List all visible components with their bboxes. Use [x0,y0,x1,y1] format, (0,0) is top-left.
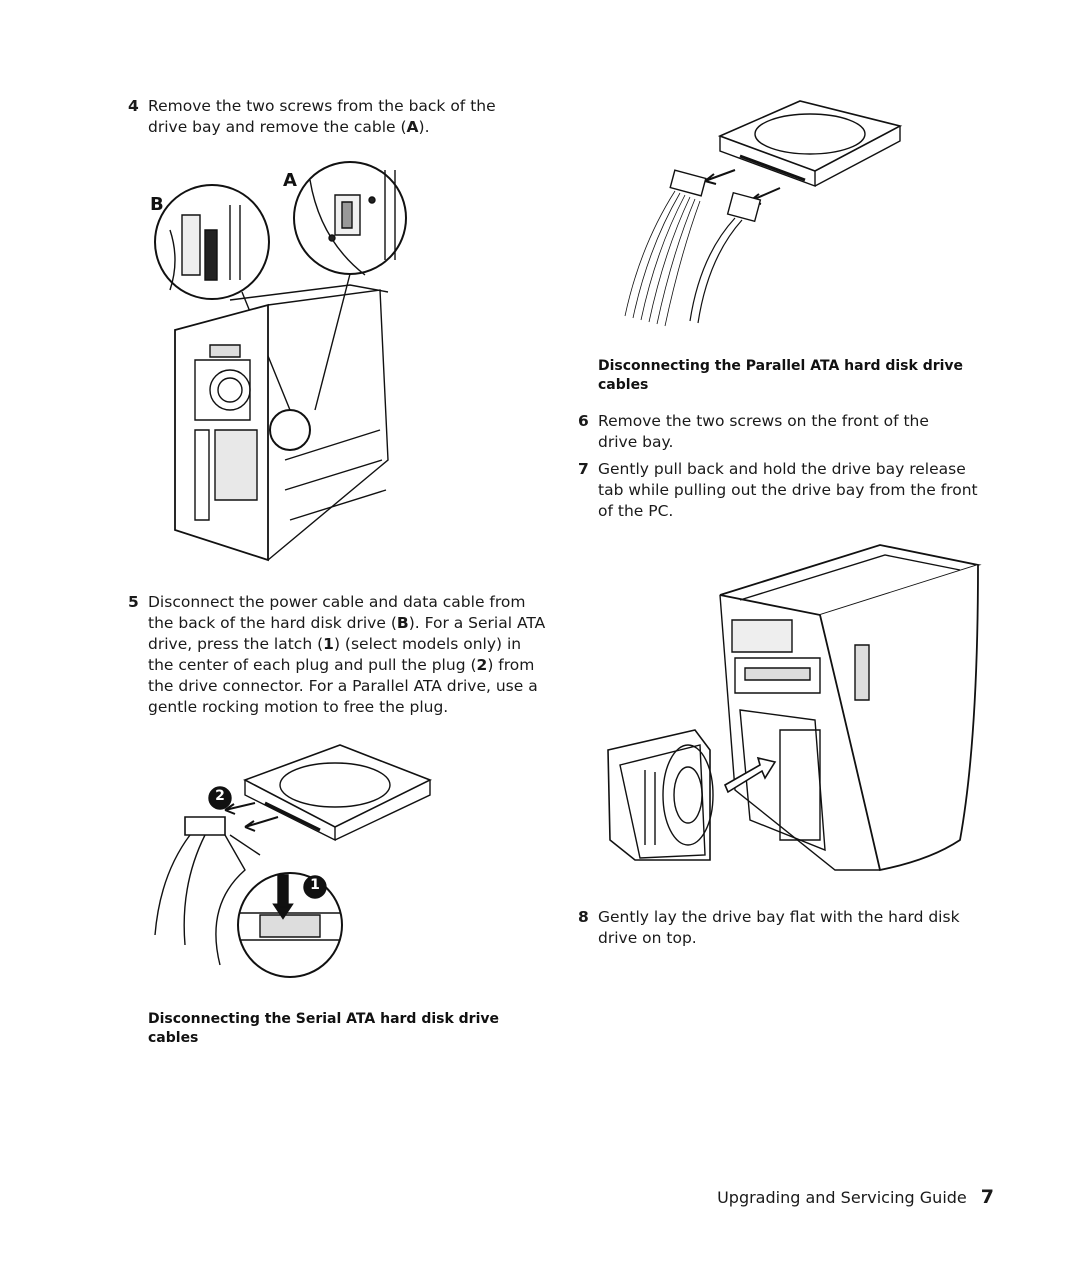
step-text: ) from the drive connector. For a Parall… [148,656,538,716]
step-text: Disconnect the power cable and data cabl… [148,593,526,632]
guide-title: Upgrading and Servicing Guide [717,1188,967,1207]
caption-serial: Disconnecting the Serial ATA hard disk d… [148,1011,499,1046]
step-5: 5 Disconnect the power cable and data ca… [128,592,548,718]
page-number: 7 [980,1186,994,1208]
step-8: 8 Gently lay the drive bay flat with the… [578,907,968,949]
step-4: 4 Remove the two screws from the back of… [128,96,538,138]
callout-2: 2 [215,788,225,804]
page-footer: Upgrading and Servicing Guide 7 [717,1186,994,1208]
step-text-bold: A [406,118,419,136]
step-number: 8 [578,908,589,926]
step-text: ). [418,118,430,136]
step-text-bold: 2 [476,656,488,674]
step-number: 7 [578,460,589,478]
callout-b: B [150,194,164,215]
caption-parallel: Disconnecting the Parallel ATA hard disk… [598,358,964,393]
step-text-bold: B [396,614,409,632]
step-text: ). For a Serial ATA drive, press the lat… [148,614,546,653]
step-text: Gently lay the drive bay flat with the h… [598,908,960,947]
callout-1: 1 [310,877,320,893]
step-7: 7 Gently pull back and hold the drive ba… [578,459,978,522]
drive-bay-removal-illustration [600,540,980,880]
step-number: 5 [128,593,139,611]
tower-rear-illustration [150,160,430,570]
step-number: 4 [128,97,139,115]
step-6: 6 Remove the two screws on the front of … [578,411,938,453]
parallel-ata-illustration [600,96,910,326]
step-text: Remove the two screws from the back of t… [148,97,496,136]
step-text: Remove the two screws on the front of th… [598,412,929,451]
step-text: Gently pull back and hold the drive bay … [598,460,978,520]
serial-ata-illustration [150,735,440,975]
callout-a: A [283,170,297,191]
step-text: ) (select models only) in the center of … [148,635,522,674]
step-number: 6 [578,412,589,430]
step-text-bold: 1 [323,635,334,653]
